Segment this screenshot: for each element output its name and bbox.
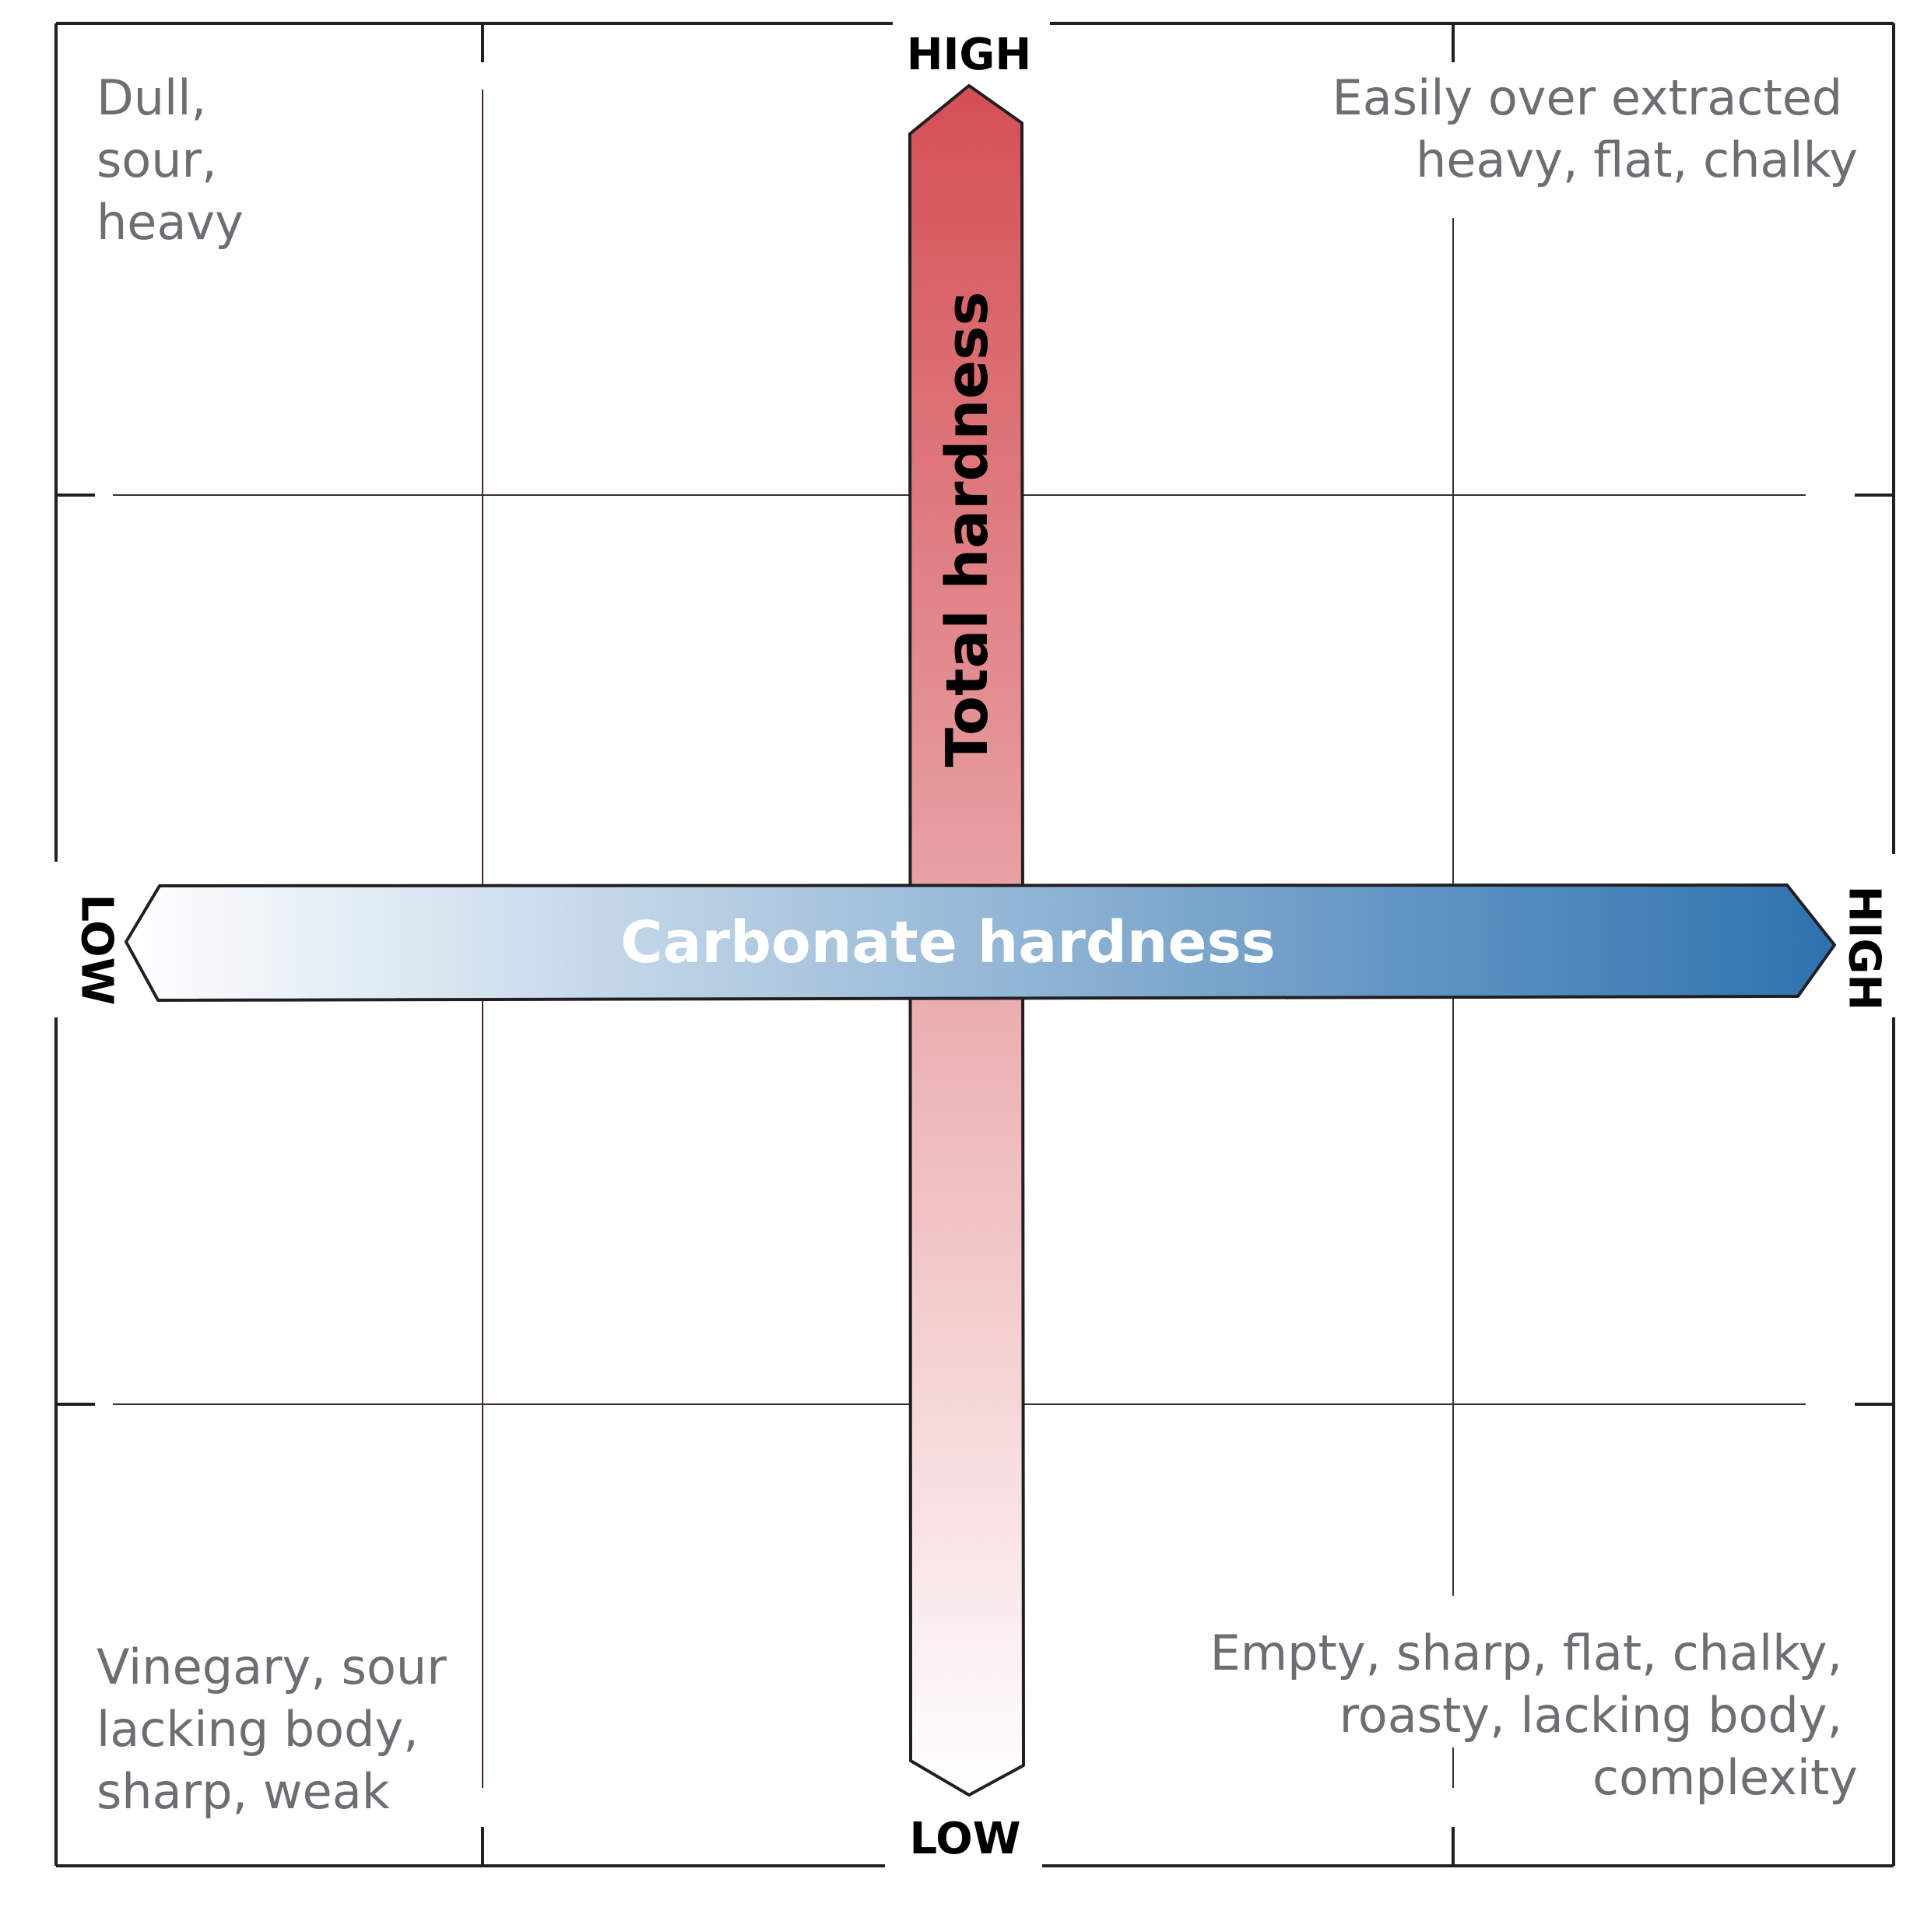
quadrant-top-right: Easily over extracted heavy, flat, chalk…: [1332, 69, 1858, 188]
carbonate-hardness-arrow: [125, 883, 1836, 1002]
quadrant-bottom-right: Empty, sharp, flat, chalky, roasty, lack…: [1210, 1625, 1858, 1806]
total-hardness-title: Total hardness: [934, 292, 1001, 768]
horizontal-high-label: HIGH: [1839, 886, 1890, 1011]
quadrant-top-left: Dull, sour, heavy: [97, 69, 244, 251]
quadrant-line: roasty, lacking body,: [1339, 1687, 1843, 1744]
quadrant-line: Empty, sharp, flat, chalky,: [1210, 1625, 1843, 1681]
quadrant-bottom-left: Vinegary, sour lacking body, sharp, weak: [97, 1639, 462, 1820]
quadrant-line: heavy: [97, 194, 244, 251]
quadrant-line: Easily over extracted: [1332, 69, 1843, 126]
quadrant-line: lacking body,: [97, 1701, 419, 1758]
outer-frame: [54, 22, 1895, 1867]
quadrant-line: sour,: [97, 132, 217, 188]
vertical-high-label: HIGH: [907, 30, 1032, 80]
quadrant-line: sharp, weak: [97, 1763, 390, 1820]
vertical-low-label: LOW: [909, 1814, 1020, 1864]
quadrant-line: complexity: [1592, 1749, 1858, 1806]
quadrant-line: heavy, flat, chalky: [1416, 132, 1858, 188]
quadrant-line: Dull,: [97, 69, 206, 126]
frame-ticks: [56, 23, 1894, 1866]
horizontal-low-label: LOW: [72, 894, 122, 1005]
quadrant-line: Vinegary, sour: [97, 1639, 447, 1695]
carbonate-hardness-title: Carbonate hardness: [620, 909, 1276, 976]
